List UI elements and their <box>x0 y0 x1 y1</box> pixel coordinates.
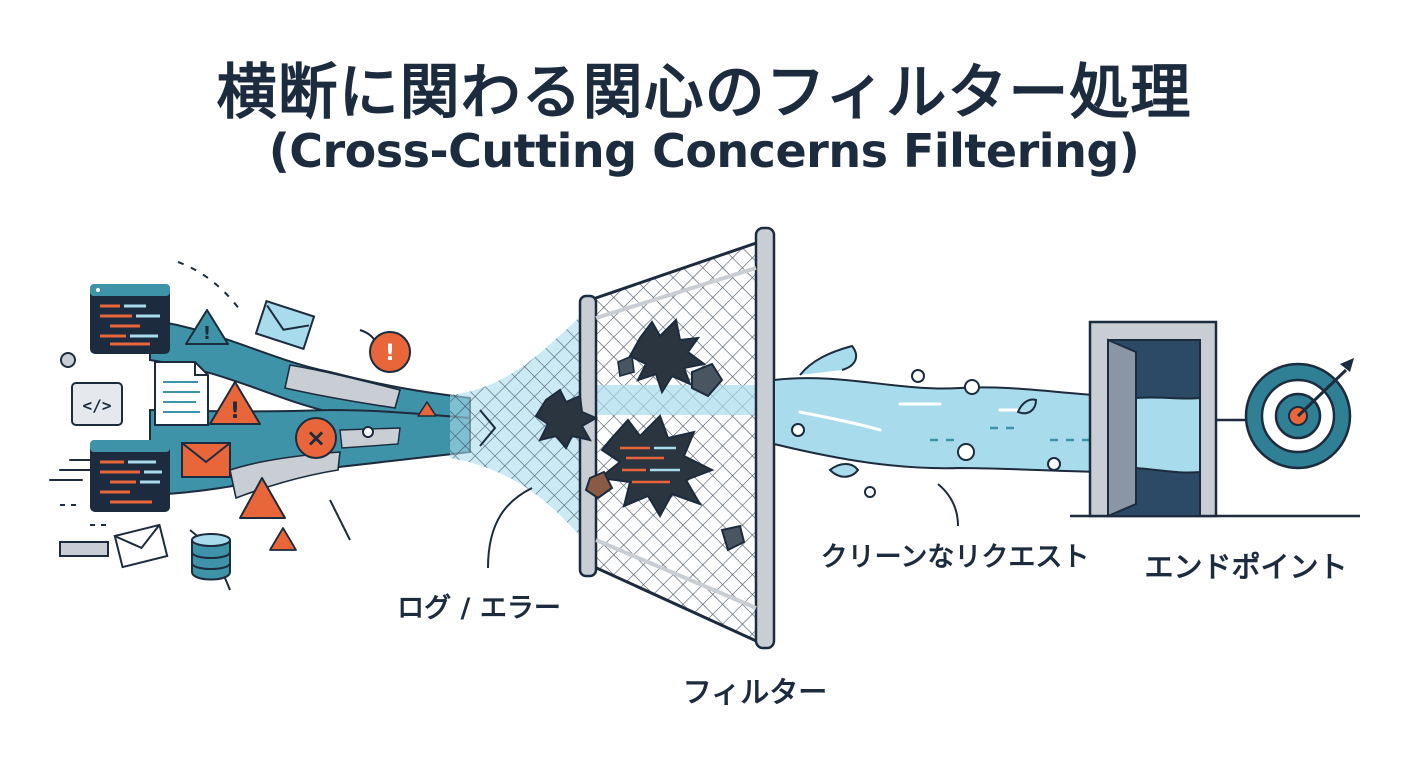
dot-icon <box>362 426 374 438</box>
error-icon: × <box>295 417 337 459</box>
warning-icon <box>269 527 297 551</box>
endpoint-label: エンドポイント <box>1144 550 1347 584</box>
filter-label: フィルター <box>683 675 827 709</box>
debris-icon <box>59 541 109 557</box>
database-icon <box>191 533 231 581</box>
code-window-icon <box>90 440 170 512</box>
svg-text:!: ! <box>385 341 395 366</box>
clean-request-label: クリーンなリクエスト <box>821 542 1090 573</box>
svg-text:!: ! <box>203 323 211 344</box>
warning-icon: ! <box>185 309 229 345</box>
warning-icon <box>417 401 437 417</box>
envelope-icon <box>113 523 169 569</box>
leader-line <box>937 483 959 527</box>
endpoint-door <box>1070 320 1360 518</box>
svg-text:</>: </> <box>83 396 112 415</box>
page-subtitle: (Cross-Cutting Concerns Filtering) <box>268 124 1140 178</box>
trapped-debris <box>534 317 746 552</box>
document-icon <box>154 361 209 426</box>
envelope-icon <box>181 442 231 478</box>
alert-icon: ! <box>369 331 411 373</box>
code-tag-icon: </> <box>71 382 123 426</box>
target-icon <box>1244 358 1354 470</box>
warning-icon: ! <box>209 381 261 425</box>
filter-funnel <box>450 300 600 560</box>
leader-line <box>487 487 533 569</box>
svg-text:×: × <box>306 424 326 452</box>
svg-text:!: ! <box>230 399 240 424</box>
page-title: 横断に関わる関心のフィルター処理 <box>216 58 1192 128</box>
code-window-icon <box>90 284 170 354</box>
envelope-icon <box>254 299 316 351</box>
warning-icon <box>239 477 286 519</box>
dot-icon <box>60 352 76 368</box>
logs-errors-label: ログ / エラー <box>397 592 561 624</box>
